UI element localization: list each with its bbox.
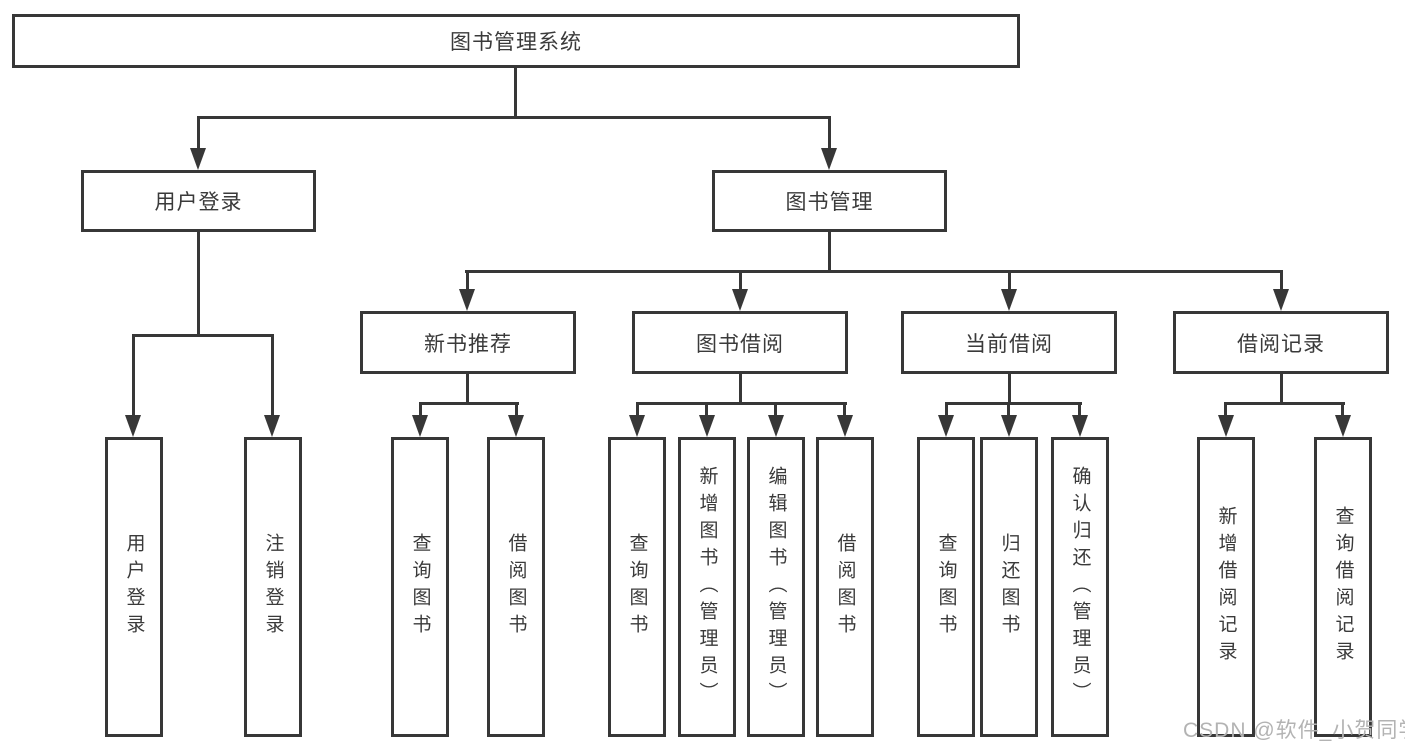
arrow-down-icon	[190, 148, 206, 170]
node-label: 新增图书（管理员）	[696, 465, 718, 709]
leaf-borrow-books-borrow: 借阅图书	[816, 437, 874, 737]
arrow-down-icon	[629, 415, 645, 437]
leaf-confirm-return-admin: 确认归还（管理员）	[1051, 437, 1109, 737]
leaf-query-books-recommend: 查询图书	[391, 437, 449, 737]
connector-line	[197, 116, 200, 152]
connector-line	[636, 402, 847, 405]
node-label: 归还图书	[998, 533, 1020, 641]
leaf-add-borrow-record: 新增借阅记录	[1197, 437, 1255, 737]
arrow-down-icon	[264, 415, 280, 437]
node-borrowing-records: 借阅记录	[1173, 311, 1389, 374]
node-current-borrowing: 当前借阅	[901, 311, 1117, 374]
connector-line	[1225, 402, 1345, 405]
node-label: 用户登录	[123, 533, 145, 641]
connector-line	[1008, 374, 1011, 405]
node-label: 借阅记录	[1237, 332, 1325, 356]
leaf-borrow-books-recommend: 借阅图书	[487, 437, 545, 737]
connector-line	[465, 270, 1283, 273]
connector-line	[197, 116, 831, 119]
node-label: 图书借阅	[696, 332, 784, 356]
arrow-down-icon	[1273, 289, 1289, 311]
connector-line	[945, 402, 948, 417]
connector-line	[197, 232, 200, 336]
leaf-query-books-current: 查询图书	[917, 437, 975, 737]
leaf-user-login: 用户登录	[105, 437, 163, 737]
node-book-management: 图书管理	[712, 170, 947, 232]
connector-line	[705, 402, 708, 417]
node-label: 借阅图书	[834, 533, 856, 641]
arrow-down-icon	[508, 415, 524, 437]
connector-line	[843, 402, 846, 417]
leaf-query-books-borrow: 查询图书	[608, 437, 666, 737]
connector-line	[739, 374, 742, 405]
arrow-down-icon	[732, 289, 748, 311]
node-label: 查询图书	[935, 533, 957, 641]
connector-line	[636, 402, 639, 417]
arrow-down-icon	[1218, 415, 1234, 437]
node-label: 查询借阅记录	[1332, 506, 1354, 668]
node-label: 用户登录	[154, 191, 243, 214]
node-label: 图书管理系统	[450, 31, 582, 54]
connector-line	[271, 334, 274, 417]
node-label: 借阅图书	[505, 533, 527, 641]
arrow-down-icon	[1001, 415, 1017, 437]
connector-line	[1224, 402, 1227, 417]
connector-line	[1007, 402, 1010, 417]
connector-line	[739, 270, 742, 292]
arrow-down-icon	[1335, 415, 1351, 437]
leaf-logout: 注销登录	[244, 437, 302, 737]
connector-line	[466, 270, 469, 292]
connector-line	[1078, 402, 1081, 417]
arrow-down-icon	[412, 415, 428, 437]
arrow-down-icon	[837, 415, 853, 437]
node-label: 新书推荐	[424, 332, 512, 356]
arrow-down-icon	[699, 415, 715, 437]
node-book-borrowing: 图书借阅	[632, 311, 848, 374]
leaf-add-books-admin: 新增图书（管理员）	[678, 437, 736, 737]
connector-line	[1280, 270, 1283, 292]
arrow-down-icon	[821, 148, 837, 170]
arrow-down-icon	[125, 415, 141, 437]
node-label: 新增借阅记录	[1215, 506, 1237, 668]
connector-line	[774, 402, 777, 417]
arrow-down-icon	[938, 415, 954, 437]
connector-line	[514, 68, 517, 118]
node-label: 查询图书	[626, 533, 648, 641]
connector-line	[1280, 374, 1283, 405]
connector-line	[419, 402, 519, 405]
leaf-edit-books-admin: 编辑图书（管理员）	[747, 437, 805, 737]
node-library-management-system: 图书管理系统	[12, 14, 1020, 68]
connector-line	[132, 334, 135, 417]
node-label: 图书管理	[785, 191, 874, 214]
connector-line	[1008, 270, 1011, 292]
node-label: 注销登录	[262, 533, 284, 641]
connector-line	[419, 402, 422, 417]
arrow-down-icon	[459, 289, 475, 311]
arrow-down-icon	[768, 415, 784, 437]
node-label: 确认归还（管理员）	[1069, 465, 1091, 709]
node-user-login: 用户登录	[81, 170, 316, 232]
node-label: 查询图书	[409, 533, 431, 641]
leaf-return-books: 归还图书	[980, 437, 1038, 737]
connector-line	[828, 232, 831, 273]
connector-line	[945, 402, 1082, 405]
node-label: 当前借阅	[965, 332, 1053, 356]
arrow-down-icon	[1072, 415, 1088, 437]
connector-line	[828, 116, 831, 152]
arrow-down-icon	[1001, 289, 1017, 311]
watermark-text: CSDN @软件_小贺同学	[1183, 719, 1405, 742]
connector-line	[515, 402, 518, 417]
connector-line	[132, 334, 274, 337]
node-new-book-recommendation: 新书推荐	[360, 311, 576, 374]
connector-line	[1341, 402, 1344, 417]
node-label: 编辑图书（管理员）	[765, 465, 787, 709]
connector-line	[466, 374, 469, 405]
leaf-query-borrow-record: 查询借阅记录	[1314, 437, 1372, 737]
